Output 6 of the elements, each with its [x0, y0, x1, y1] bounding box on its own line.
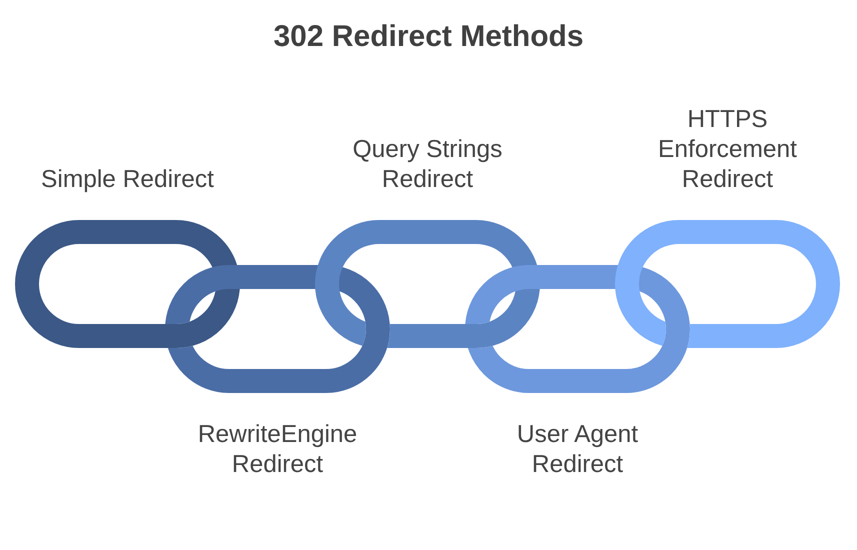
link-label: RewriteEngine Redirect [196, 420, 358, 480]
link-label: Simple Redirect [40, 165, 215, 195]
title: 302 Redirect Methods [273, 19, 584, 55]
link-label: User Agent Redirect [516, 420, 640, 480]
link-label: HTTPS Enforcement Redirect [657, 105, 798, 195]
link-label: Query Strings Redirect [352, 135, 504, 195]
